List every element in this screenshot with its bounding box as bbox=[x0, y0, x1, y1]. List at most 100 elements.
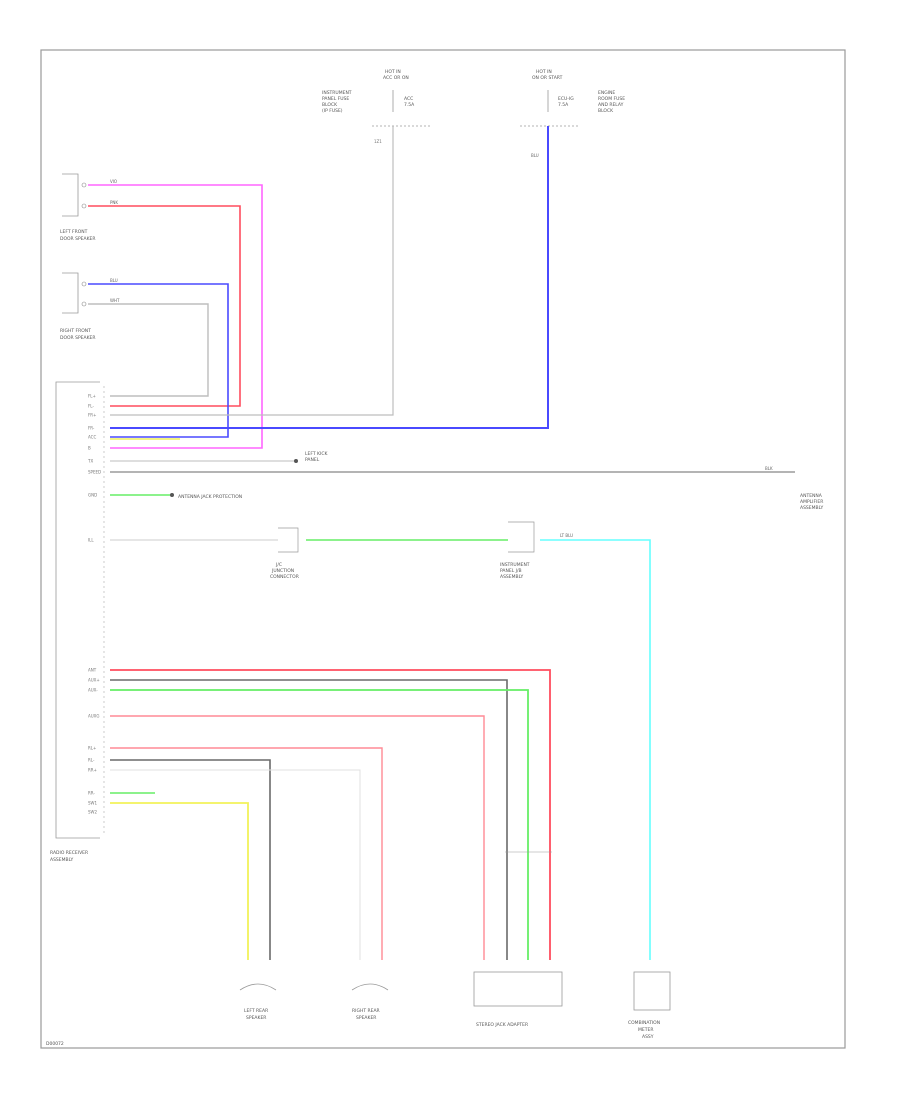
svg-text:PANEL FUSE: PANEL FUSE bbox=[322, 96, 349, 102]
svg-text:INSTRUMENT: INSTRUMENT bbox=[500, 562, 530, 568]
svg-text:1Z1: 1Z1 bbox=[374, 139, 382, 144]
svg-text:BLOCK: BLOCK bbox=[322, 102, 338, 108]
svg-text:7.5A: 7.5A bbox=[558, 102, 569, 108]
svg-text:CONNECTOR: CONNECTOR bbox=[270, 574, 299, 580]
engine-fuse-block-label: ENGINE bbox=[598, 90, 615, 96]
connector-pin-label: FL+ bbox=[88, 394, 96, 399]
svg-text:BLK: BLK bbox=[765, 466, 773, 471]
svg-text:PANEL: PANEL bbox=[305, 457, 320, 463]
combination-meter: COMBINATION METER ASSY bbox=[628, 971, 671, 1040]
svg-text:VIO: VIO bbox=[110, 179, 117, 184]
connector-pin-label: SW1 bbox=[88, 801, 97, 806]
connector-pin-label: GND bbox=[88, 493, 97, 498]
svg-text:(IP FUSE): (IP FUSE) bbox=[322, 108, 343, 114]
hot-label-right: HOT IN bbox=[536, 69, 552, 75]
svg-text:ACC OR ON: ACC OR ON bbox=[383, 75, 409, 81]
svg-text:ANTENNA: ANTENNA bbox=[800, 493, 823, 499]
svg-text:DOOR SPEAKER: DOOR SPEAKER bbox=[60, 335, 96, 341]
wire-aux-red bbox=[110, 669, 551, 960]
wire-antenna: BLK ANTENNA AMPLIFIER ASSEMBLY bbox=[110, 466, 824, 511]
svg-text:LEFT REAR: LEFT REAR bbox=[244, 1008, 268, 1014]
connector-pin-label: SW2 bbox=[88, 810, 97, 815]
svg-text:STEREO JACK ADAPTER: STEREO JACK ADAPTER bbox=[476, 1022, 528, 1028]
connector-pin-label: ILL bbox=[88, 538, 94, 543]
wire-aux-green bbox=[110, 689, 529, 960]
svg-text:RIGHT FRONT: RIGHT FRONT bbox=[60, 328, 91, 334]
wire-left-kick-panel: LEFT KICK PANEL bbox=[110, 451, 328, 463]
svg-text:DOOR SPEAKER: DOOR SPEAKER bbox=[60, 236, 96, 242]
wire-blue-ign: BLU bbox=[110, 126, 549, 429]
svg-text:WHT: WHT bbox=[110, 298, 120, 303]
svg-text:RADIO RECEIVER: RADIO RECEIVER bbox=[50, 850, 88, 856]
instrument-fuse-block-label: INSTRUMENT bbox=[322, 90, 352, 96]
svg-text:METER: METER bbox=[638, 1027, 653, 1033]
svg-text:BLU: BLU bbox=[110, 278, 118, 283]
svg-text:COMBINATION: COMBINATION bbox=[628, 1020, 660, 1026]
svg-text:J/C: J/C bbox=[275, 562, 282, 568]
svg-text:SPEAKER: SPEAKER bbox=[246, 1015, 266, 1021]
svg-text:ON OR START: ON OR START bbox=[532, 75, 563, 81]
right-front-door-speaker: RIGHT FRONT DOOR SPEAKER bbox=[60, 272, 96, 341]
svg-text:BLU: BLU bbox=[531, 153, 539, 158]
wire-rear-left-yellow bbox=[110, 802, 249, 960]
svg-text:LT BLU: LT BLU bbox=[560, 533, 573, 538]
stereo-jack-adapter: STEREO JACK ADAPTER bbox=[473, 971, 563, 1028]
left-rear-speaker: LEFT REAR SPEAKER bbox=[239, 983, 277, 1021]
svg-text:ANTENNA JACK PROTECTION: ANTENNA JACK PROTECTION bbox=[178, 494, 242, 500]
svg-text:ASSEMBLY: ASSEMBLY bbox=[500, 574, 524, 580]
wire-rear-left-dark bbox=[110, 759, 271, 960]
fuse-left-label: ACC bbox=[404, 96, 413, 102]
wire-gray-front: WHT bbox=[88, 298, 209, 397]
svg-text:RIGHT REAR: RIGHT REAR bbox=[352, 1008, 380, 1014]
svg-text:LEFT FRONT: LEFT FRONT bbox=[60, 229, 88, 235]
radio-receiver-assembly: RADIO RECEIVER ASSEMBLY bbox=[50, 381, 105, 863]
wire-blue-front: BLU bbox=[88, 278, 229, 438]
wire-rear-right-gray bbox=[110, 769, 361, 960]
svg-text:AMPLIFIER: AMPLIFIER bbox=[800, 499, 823, 505]
svg-text:BLOCK: BLOCK bbox=[598, 108, 614, 114]
svg-text:ROOM FUSE: ROOM FUSE bbox=[598, 96, 625, 102]
fuse-block-right: HOT IN ON OR START ENGINE ROOM FUSE AND … bbox=[520, 69, 625, 127]
connector-pin-label: FR+ bbox=[88, 413, 96, 418]
fuse-right-label: ECU-IG bbox=[558, 96, 574, 102]
svg-text:ASSEMBLY: ASSEMBLY bbox=[800, 505, 824, 511]
svg-text:PNK: PNK bbox=[110, 200, 118, 205]
svg-text:LEFT KICK: LEFT KICK bbox=[305, 451, 328, 457]
svg-text:JUNCTION: JUNCTION bbox=[271, 568, 294, 574]
wire-gray-acc bbox=[110, 126, 394, 416]
svg-text:ASSY: ASSY bbox=[642, 1034, 654, 1040]
connector-pin-label: RR- bbox=[88, 791, 95, 796]
svg-text:7.5A: 7.5A bbox=[404, 102, 415, 108]
svg-text:AND RELAY: AND RELAY bbox=[598, 102, 624, 108]
wire-aux-dark bbox=[110, 679, 508, 960]
connector-pin-label: FR- bbox=[88, 426, 95, 431]
connector-pin-label: ANT bbox=[88, 668, 97, 673]
connector-pin-label: AUX- bbox=[88, 688, 98, 693]
connector-pin-label: RL+ bbox=[88, 746, 96, 751]
antenna-jack-protection: ANTENNA JACK PROTECTION bbox=[110, 493, 242, 500]
svg-text:PANEL J/B: PANEL J/B bbox=[500, 568, 522, 574]
footer-code: D00072 bbox=[46, 1041, 64, 1047]
svg-text:SPEAKER: SPEAKER bbox=[356, 1015, 376, 1021]
connector-pin-label: B bbox=[88, 446, 91, 451]
hot-label-left: HOT IN bbox=[385, 69, 401, 75]
connector-pin-label: FL- bbox=[88, 404, 94, 409]
wire-rear-right-red bbox=[110, 747, 383, 960]
right-rear-speaker: RIGHT REAR SPEAKER bbox=[351, 983, 389, 1021]
wire-speed-chain: J/C JUNCTION CONNECTOR INSTRUMENT PANEL … bbox=[110, 521, 651, 960]
fuse-block-left: HOT IN ACC OR ON INSTRUMENT PANEL FUSE B… bbox=[322, 69, 432, 144]
connector-pin-label: AUX+ bbox=[88, 678, 100, 683]
connector-pin-label: RL- bbox=[88, 758, 95, 763]
connector-pin-label: RR+ bbox=[88, 768, 97, 773]
wire-pink: VIO bbox=[88, 179, 263, 449]
diagram-frame bbox=[40, 49, 846, 1049]
connector-pin-label: TX bbox=[87, 459, 93, 464]
wire-aux-red2 bbox=[110, 715, 485, 960]
left-front-door-speaker: LEFT FRONT DOOR SPEAKER bbox=[60, 173, 96, 242]
wire-red-front: PNK bbox=[88, 200, 241, 407]
connector-pin-label: AUXG bbox=[88, 714, 100, 719]
connector-pin-label: SPEED bbox=[88, 470, 101, 475]
connector-pin-label: ACC bbox=[88, 435, 96, 440]
svg-text:ASSEMBLY: ASSEMBLY bbox=[50, 857, 74, 863]
